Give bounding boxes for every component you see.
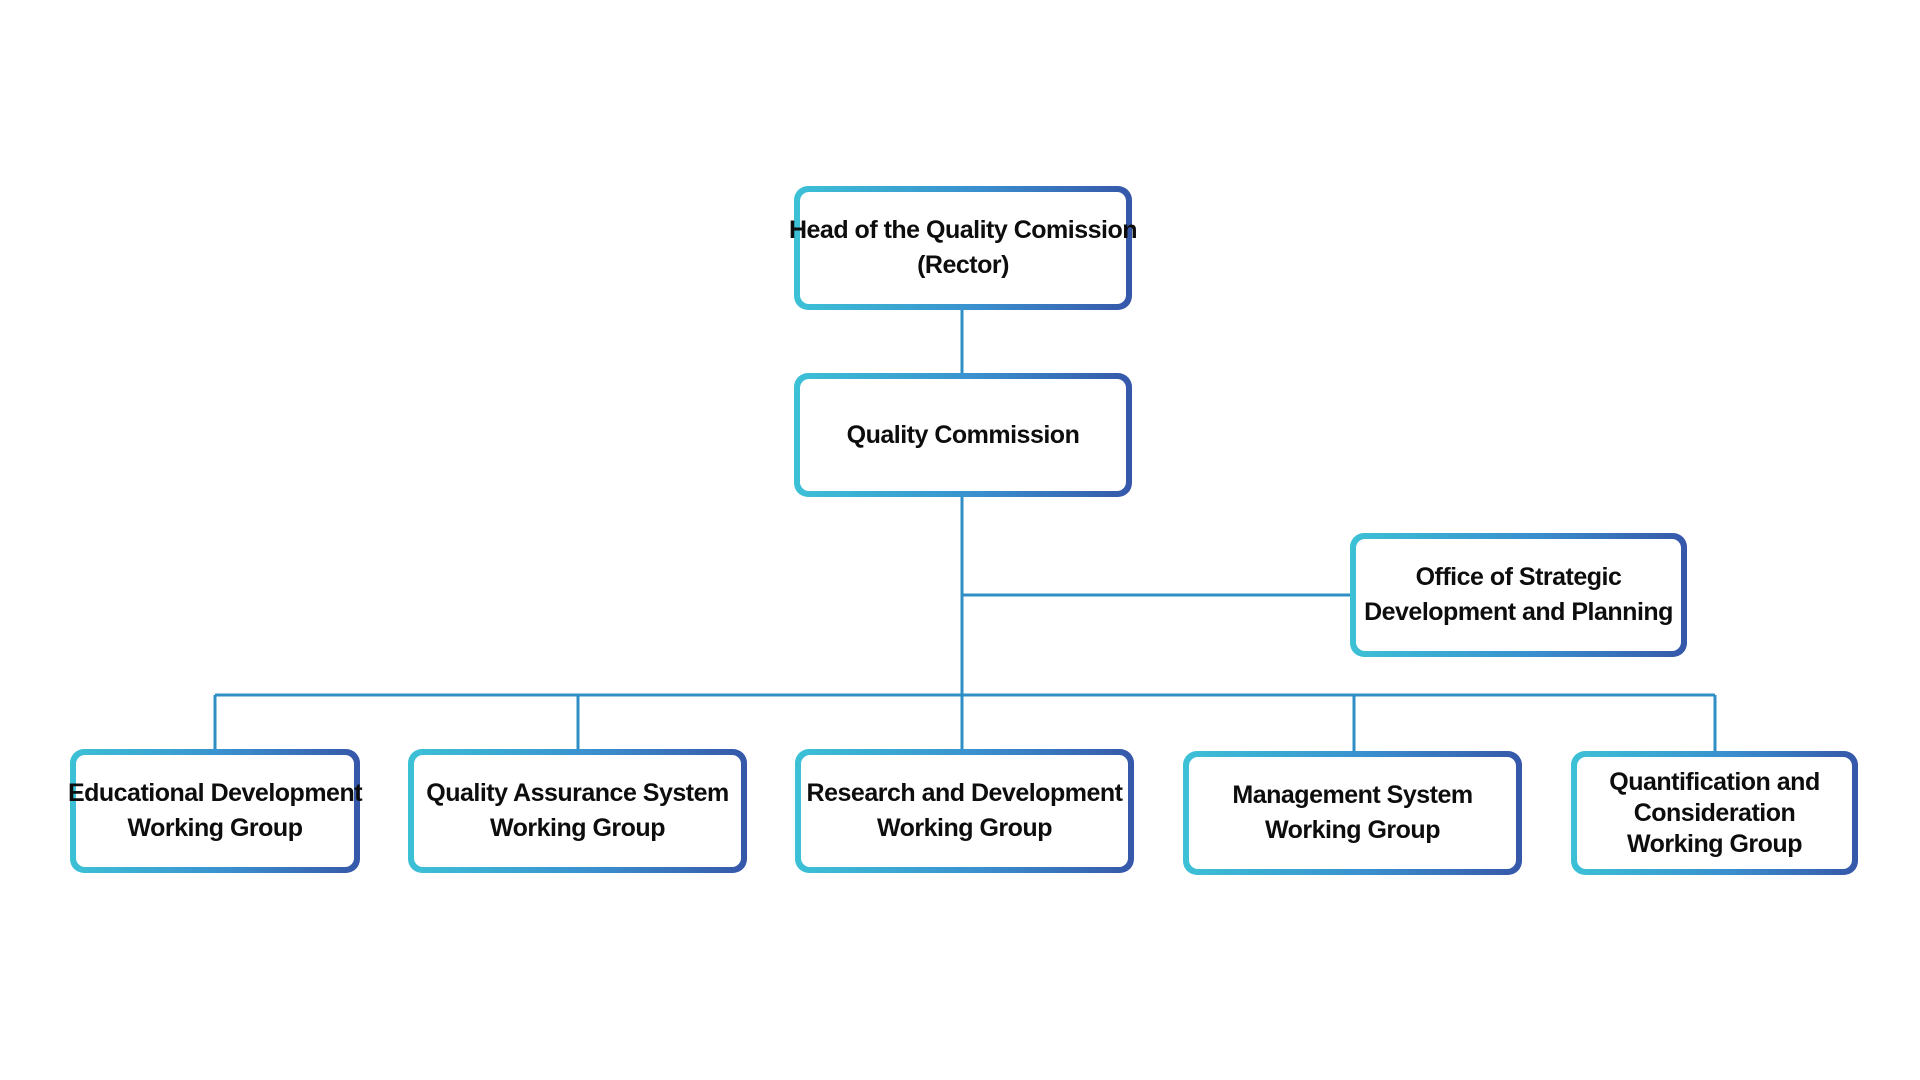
group-5-line-3: Working Group: [1627, 829, 1802, 858]
office-box-line-2: Development and Planning: [1364, 598, 1673, 626]
office-box-line-1: Office of Strategic: [1415, 563, 1622, 591]
quality-commission-box: Quality Commission: [794, 373, 1132, 497]
group-2-line-2: Working Group: [490, 814, 665, 842]
research-and-development-group-box: Research and Development Working Group: [795, 749, 1134, 873]
quantification-and-consideration-group-box: Quantification and Consideration Working…: [1571, 751, 1858, 875]
office-strategic-development-box: Office of Strategic Development and Plan…: [1350, 533, 1687, 657]
group-5-line-2: Consideration: [1633, 798, 1796, 827]
group-1-line-1: Educational Development: [67, 779, 363, 807]
quality-commission-label: Quality Commission: [846, 420, 1080, 449]
group-3-line-1: Research and Development: [806, 779, 1123, 807]
group-4-line-2: Working Group: [1265, 816, 1440, 844]
group-3-line-2: Working Group: [877, 814, 1052, 842]
educational-development-group-box: Educational Development Working Group: [67, 749, 363, 873]
group-1-line-2: Working Group: [127, 814, 303, 842]
group-2-line-1: Quality Assurance System: [426, 779, 729, 807]
management-system-group-box: Management System Working Group: [1183, 751, 1522, 875]
head-box-line-2: (Rector): [917, 251, 1009, 279]
head-of-quality-commission-box: Head of the Quality Comission (Rector): [789, 186, 1138, 310]
group-4-line-1: Management System: [1232, 781, 1473, 809]
quality-assurance-system-group-box: Quality Assurance System Working Group: [408, 749, 747, 873]
head-box-line-1: Head of the Quality Comission: [788, 216, 1138, 244]
group-5-line-1: Quantification and: [1609, 767, 1820, 796]
